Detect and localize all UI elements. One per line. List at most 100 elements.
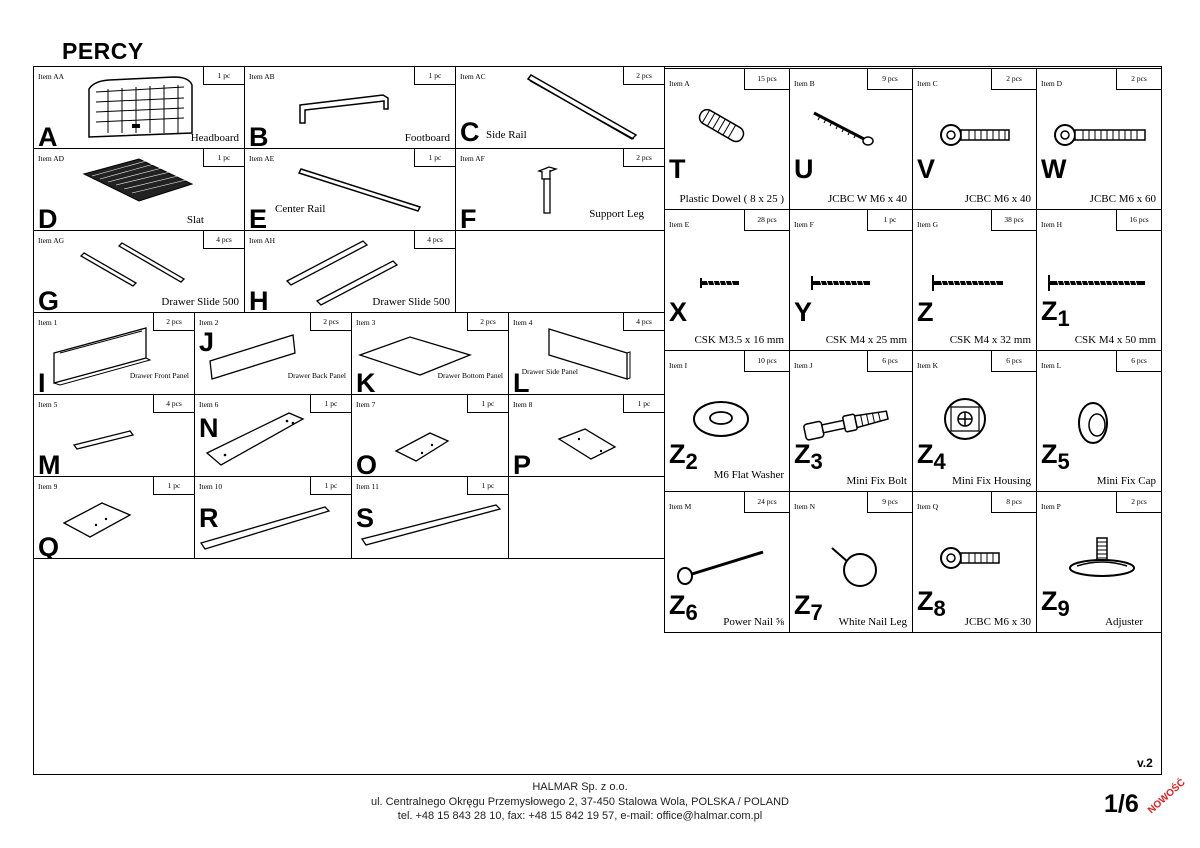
item-letter: M <box>38 450 61 477</box>
bolt-icon <box>940 124 1010 146</box>
item-name: JCBC W M6 x 40 <box>827 193 907 205</box>
item-code: Item 11 <box>356 482 379 491</box>
item-quantity: 10 pcs <box>744 351 789 372</box>
bolt-icon <box>940 547 1000 569</box>
item-name: Headboard <box>190 132 239 144</box>
drawer-front-panel-drawing <box>53 327 152 386</box>
item-quantity: 1 pc <box>153 477 194 495</box>
hardware-cell-z1: Item H 16 pcs Z1 CSK M4 x 50 mm <box>1036 209 1162 351</box>
item-name: Mini Fix Cap <box>1096 475 1156 487</box>
item-code: Item H <box>1041 220 1063 229</box>
item-letter: C <box>460 117 480 147</box>
hardware-cell-u: Item B 9 pcs U JCBC W M6 x 40 <box>789 68 913 210</box>
item-name: Support Leg <box>589 208 644 220</box>
part-cell-g: Item AG 4 pcs G Drawer Slide 500 <box>33 230 245 313</box>
screw-icon <box>1048 275 1145 291</box>
item-quantity: 16 pcs <box>1116 210 1161 231</box>
item-name: CSK M4 x 32 mm <box>949 334 1031 346</box>
item-code: Item AF <box>460 154 485 163</box>
item-name: Drawer Slide 500 <box>161 296 239 308</box>
drawer-side-panel-drawing <box>548 328 631 380</box>
part-cell-p: Item 8 1 pc P <box>508 394 665 477</box>
item-letter: Z <box>917 297 934 327</box>
item-letter: Z5 <box>1041 439 1070 474</box>
drawer-back-panel-drawing <box>209 334 296 380</box>
item-name: Side Rail <box>486 129 527 141</box>
part-cell-m: Item 5 4 pcs M <box>33 394 195 477</box>
item-name: Plastic Dowel ( 8 x 25 ) <box>679 193 784 205</box>
item-quantity: 15 pcs <box>744 69 789 90</box>
item-code: Item AD <box>38 154 65 163</box>
item-code: Item C <box>917 79 938 88</box>
item-name: Drawer Bottom Panel <box>437 371 503 380</box>
hardware-cell-z7: Item N 9 pcs Z7 White Nail Leg <box>789 491 913 633</box>
item-letter: U <box>794 154 814 184</box>
part-cell-o: Item 7 1 pc O <box>351 394 509 477</box>
part-cell-h: Item AH 4 pcs H Drawer Slide 500 <box>244 230 456 313</box>
part-cell-j: Item 2 2 pcs J Drawer Back Panel <box>194 312 352 395</box>
panel-n-drawing <box>205 412 305 466</box>
item-name: Mini Fix Housing <box>952 475 1031 487</box>
item-letter: O <box>356 450 378 477</box>
item-quantity: 1 pc <box>310 477 351 495</box>
item-quantity: 2 pcs <box>310 313 351 331</box>
item-letter: Q <box>38 532 60 559</box>
part-cell-i: Item 1 2 pcs I Drawer Front Panel <box>33 312 195 395</box>
company-footer: HALMAR Sp. z o.o. ul. Centralnego Okręgu… <box>0 780 1160 824</box>
item-quantity: 9 pcs <box>867 492 912 513</box>
item-quantity: 9 pcs <box>867 69 912 90</box>
item-code: Item M <box>669 502 692 511</box>
hardware-cell-v: Item C 2 pcs V JCBC M6 x 40 <box>912 68 1037 210</box>
part-cell-e: Item AE 1 pc E Center Rail <box>244 148 456 231</box>
item-quantity: 2 pcs <box>991 69 1036 90</box>
part-cell-n: Item 6 1 pc N <box>194 394 352 477</box>
company-name: HALMAR Sp. z o.o. <box>532 781 628 793</box>
item-code: Item N <box>794 502 816 511</box>
item-name: Footboard <box>404 132 450 144</box>
item-code: Item 5 <box>38 400 58 409</box>
item-quantity: 4 pcs <box>153 395 194 413</box>
item-letter: D <box>38 204 58 231</box>
empty-cell <box>508 476 665 559</box>
item-name: M6 Flat Washer <box>713 469 784 481</box>
item-letter: S <box>356 503 375 533</box>
panel-o-drawing <box>394 432 450 462</box>
item-quantity: 1 pc <box>203 149 244 167</box>
item-code: Item AA <box>38 72 65 81</box>
item-name: Slat <box>186 214 204 226</box>
hardware-cell-z4: Item K 6 pcs Z4 Mini Fix Housing <box>912 350 1037 492</box>
hardware-cell-z3: Item J 6 pcs Z3 Mini Fix Bolt <box>789 350 913 492</box>
item-name: JCBC M6 x 30 <box>964 616 1031 628</box>
item-letter: Z3 <box>794 439 823 474</box>
item-name: Drawer Front Panel <box>129 371 189 380</box>
mini-fix-bolt-icon <box>803 410 889 441</box>
item-quantity: 28 pcs <box>744 210 789 231</box>
item-quantity: 1 pc <box>310 395 351 413</box>
item-code: Item 2 <box>199 318 219 327</box>
item-letter: Z4 <box>917 439 946 474</box>
plastic-dowel-icon <box>698 108 745 143</box>
part-cell-c: Item AC 2 pcs C Side Rail <box>455 66 665 149</box>
item-name: Center Rail <box>275 203 326 215</box>
item-quantity: 2 pcs <box>623 67 664 85</box>
part-cell-b: Item AB 1 pc B Footboard <box>244 66 456 149</box>
item-code: Item AE <box>249 154 275 163</box>
empty-cell <box>455 230 665 313</box>
hardware-cell-y: Item F 1 pc Y CSK M4 x 25 mm <box>789 209 913 351</box>
item-name: Drawer Side Panel <box>521 367 578 376</box>
item-quantity: 4 pcs <box>623 313 664 331</box>
item-quantity: 4 pcs <box>203 231 244 249</box>
adjuster-icon <box>1069 537 1135 577</box>
item-code: Item D <box>1041 79 1063 88</box>
item-code: Item 7 <box>356 400 376 409</box>
support-leg-drawing <box>536 166 559 214</box>
item-code: Item 1 <box>38 318 58 327</box>
item-letter: B <box>249 122 269 149</box>
hardware-cell-t: Item A 15 pcs T Plastic Dowel ( 8 x 25 ) <box>664 68 790 210</box>
part-cell-r: Item 10 1 pc R <box>194 476 352 559</box>
item-name: Drawer Slide 500 <box>372 296 450 308</box>
hardware-cell-z8: Item Q 8 pcs Z8 JCBC M6 x 30 <box>912 491 1037 633</box>
item-name: CSK M3.5 x 16 mm <box>694 334 784 346</box>
item-quantity: 6 pcs <box>1116 351 1161 372</box>
part-cell-d: Item AD 1 pc D Slat <box>33 148 245 231</box>
